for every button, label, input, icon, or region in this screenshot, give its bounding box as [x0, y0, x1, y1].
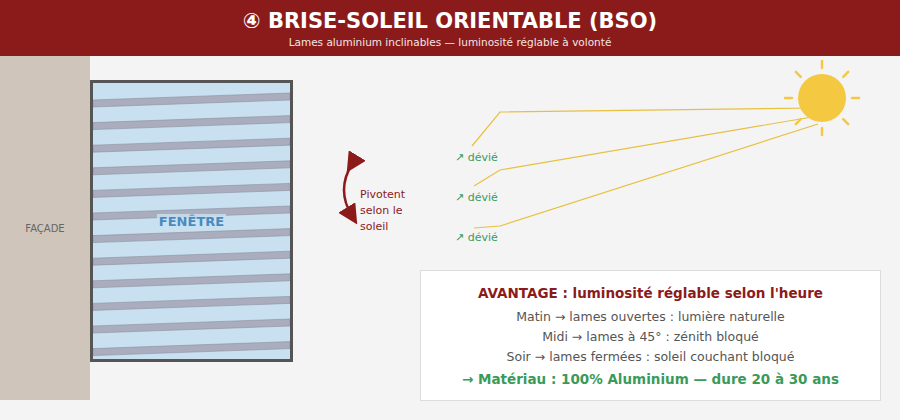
node-text: Matin → lames ouvertes : lumière naturel…: [516, 307, 785, 327]
pivot-note: Pivotent selon le soleil: [360, 187, 420, 235]
node-text: FAÇADE: [25, 223, 64, 234]
deflection-label: ↗ dévié: [455, 231, 498, 245]
facade-wall: FAÇADE: [0, 56, 90, 400]
node-text: → Matériau : 100% Aluminium — dure 20 à …: [462, 369, 839, 389]
node-text: Soir → lames fermées : soleil couchant b…: [507, 347, 795, 367]
title-band: ④ BRISE-SOLEIL ORIENTABLE (BSO)Lames alu…: [0, 0, 900, 56]
diagram-title: ④ BRISE-SOLEIL ORIENTABLE (BSO): [0, 8, 900, 34]
deflection-label: ↗ dévié: [455, 151, 498, 165]
deflection-label: ↗ dévié: [455, 191, 498, 205]
pivot-arrow: [344, 164, 352, 216]
node-text: Midi → lames à 45° : zénith bloqué: [542, 327, 759, 347]
sun-rays: [472, 108, 818, 228]
window-frame: FENÊTRE: [90, 80, 293, 362]
diagram-caption: Lames aluminium inclinables — luminosité…: [0, 35, 900, 49]
sun: [785, 61, 859, 135]
node-text: AVANTAGE : luminosité réglable selon l'h…: [478, 283, 823, 303]
node-text: FENÊTRE: [157, 214, 226, 229]
advantage-box: AVANTAGE : luminosité réglable selon l'h…: [420, 270, 881, 401]
